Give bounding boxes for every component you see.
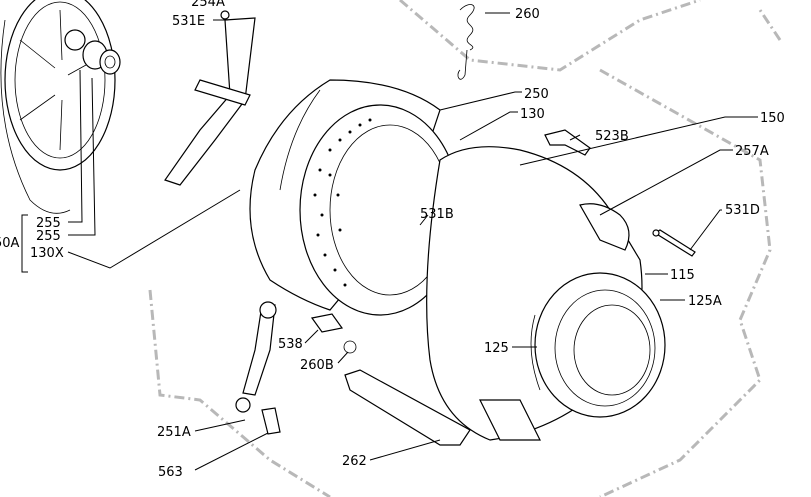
label-260: 260: [515, 7, 540, 22]
label-250: 250: [524, 87, 549, 102]
label-150: 150: [760, 111, 785, 126]
clip-part: [544, 129, 591, 156]
drive-belt: [0, 19, 71, 214]
label-130x: 130X: [30, 246, 64, 261]
label-255-b: 255: [36, 229, 61, 244]
pulley-wheel: [4, 0, 121, 171]
plate: [310, 313, 344, 333]
label-262: 262: [342, 454, 367, 469]
label-531d: 531D: [725, 203, 760, 218]
label-50a: 50A: [0, 236, 20, 251]
label-255-a: 255: [36, 216, 61, 231]
label-125a: 125A: [688, 294, 722, 309]
bolt: [261, 407, 281, 435]
label-254a: 254A: [191, 0, 225, 10]
door-gasket: [530, 272, 666, 418]
label-531e: 531E: [172, 14, 205, 29]
label-257a: 257A: [735, 144, 769, 159]
label-563: 563: [158, 465, 183, 480]
label-538: 538: [278, 337, 303, 352]
label-251a: 251A: [157, 425, 191, 440]
screw: [652, 229, 696, 257]
drum-perforations: [313, 118, 372, 287]
label-523b: 523B: [595, 129, 629, 144]
label-260b: 260B: [300, 358, 334, 373]
part-labels: 254A 531E 260 250 130 150 523B 257A 531B…: [0, 0, 785, 480]
label-531b: 531B: [420, 207, 454, 222]
shock-absorber: [235, 301, 277, 413]
hose-clip: [343, 340, 357, 354]
section-boundaries: [148, 0, 782, 497]
spring: [457, 4, 475, 80]
label-125: 125: [484, 341, 509, 356]
counterweight-bar: [344, 369, 471, 446]
label-130: 130: [520, 107, 545, 122]
label-115: 115: [670, 268, 695, 283]
bracket-arm: [164, 10, 256, 186]
leader-lines: [21, 12, 758, 471]
